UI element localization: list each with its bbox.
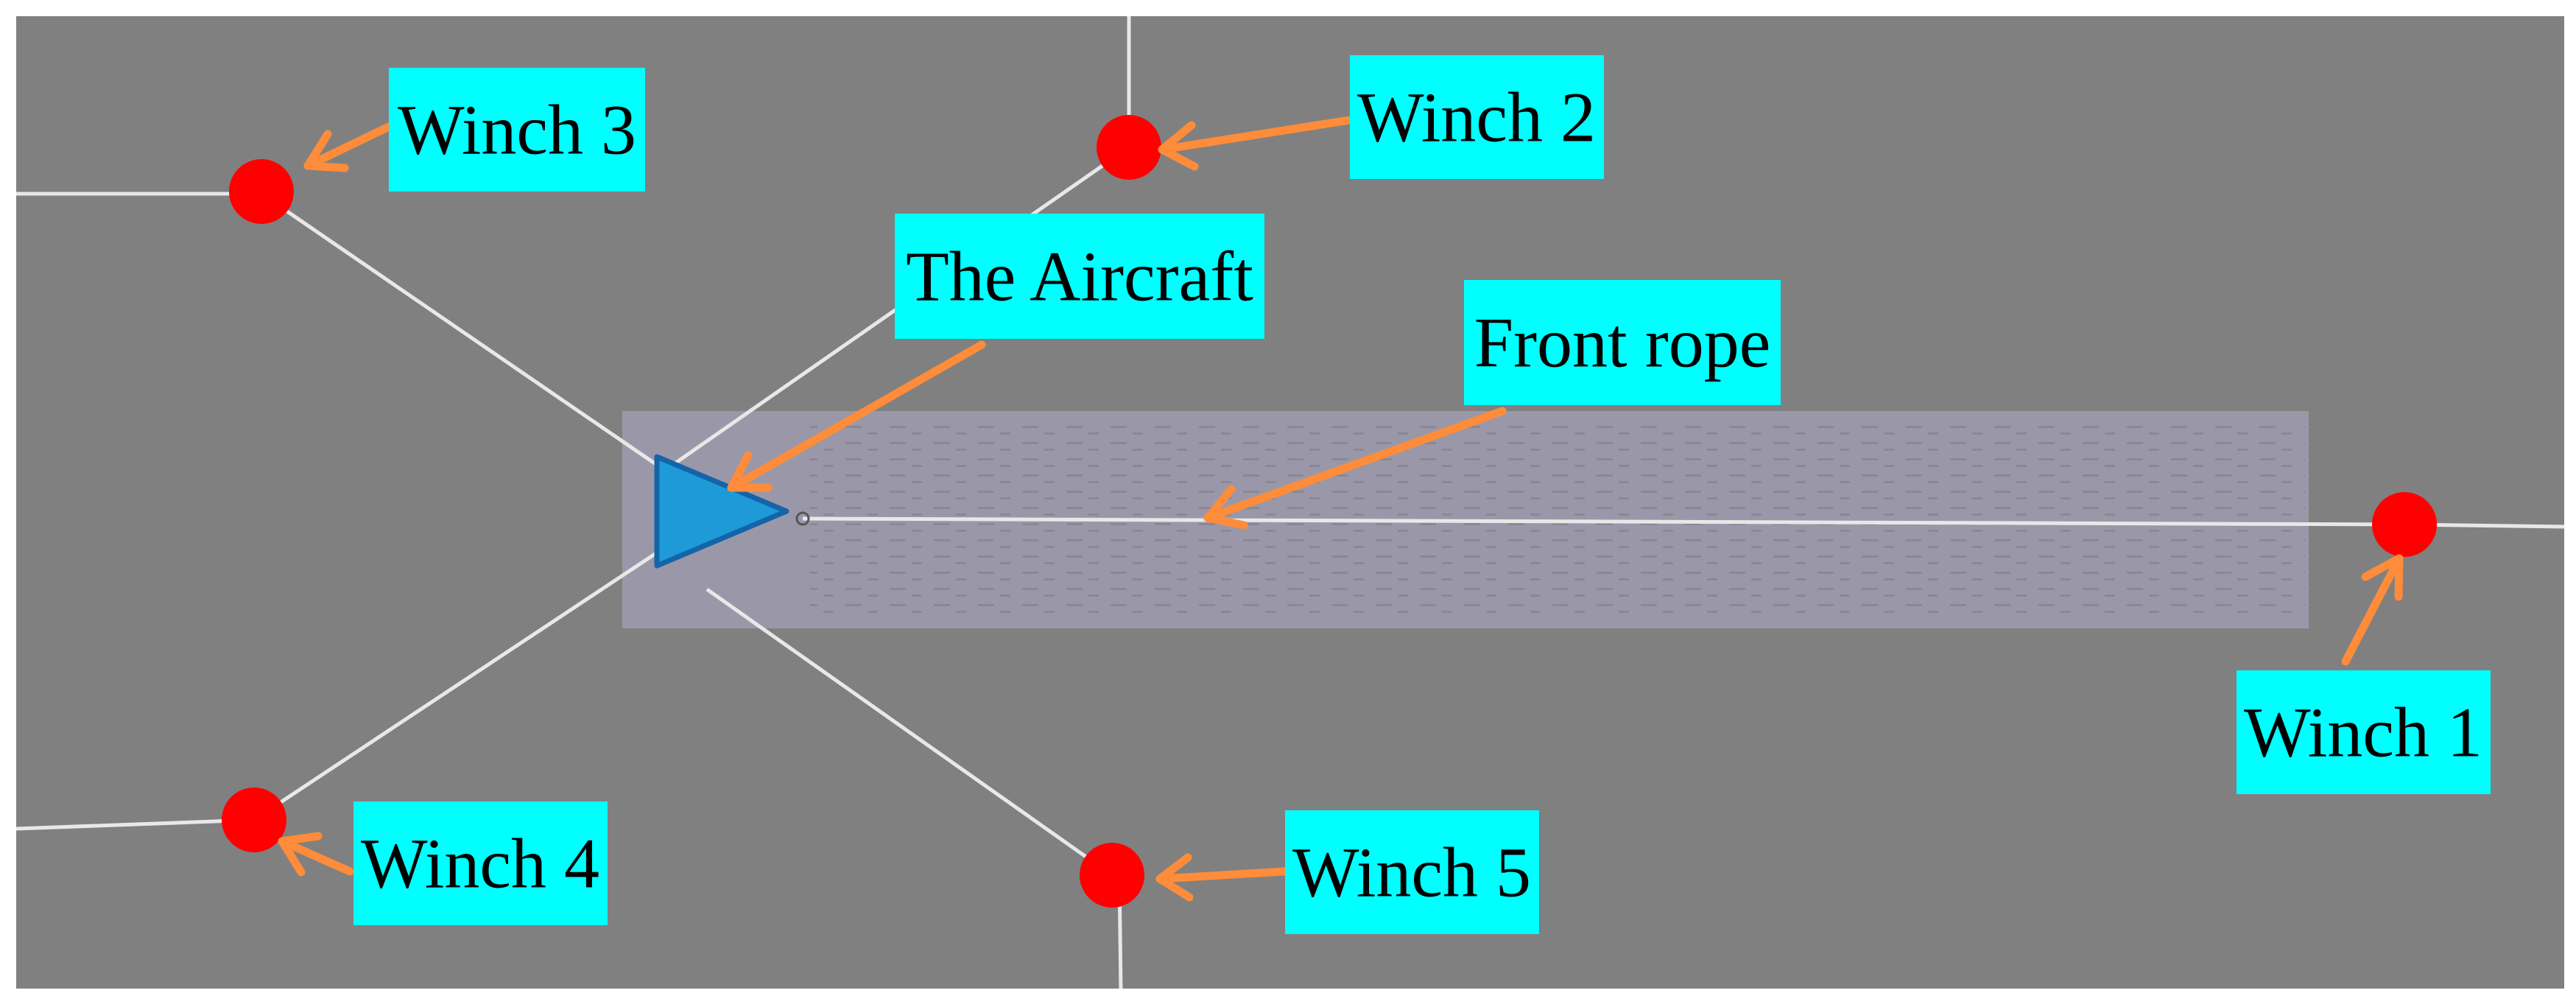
ground-line-4 [15,818,255,831]
label-winch-4: Winch 4 [353,801,608,925]
label-box [1464,280,1781,405]
label-winch-5: Winch 5 [1285,810,1539,934]
arrow-winch-2 [1158,116,1354,171]
arrow-front-rope [1203,407,1507,530]
label-winch-5-text: Winch 5 [1292,833,1531,912]
label-winch-3: Winch 3 [389,68,645,192]
label-winch-1-text: Winch 1 [2244,693,2482,772]
arrow-aircraft [727,340,986,492]
label-aircraft: The Aircraft [895,214,1264,339]
arrow-winch-4 [278,832,354,877]
label-box [1350,55,1604,179]
label-winch-1: Winch 1 [2237,670,2491,794]
aircraft-icon [654,454,789,569]
arrow-winch-1 [2341,554,2404,666]
label-winch-4-text: Winch 4 [361,824,599,903]
label-aircraft-text: The Aircraft [906,237,1253,316]
winch-5-icon [1080,843,1144,908]
label-box [353,801,608,925]
rope-attach-point [795,511,810,526]
winch-3-icon [229,159,294,224]
arrow-winch-3 [303,122,393,172]
winch-4-icon [222,787,286,852]
label-box [389,68,645,192]
label-box [895,214,1264,339]
label-front-rope: Front rope [1464,280,1781,405]
rope-5 [705,587,1113,877]
arrow-winch-5 [1155,853,1289,902]
rope-4 [253,547,664,822]
rope-3 [260,192,668,474]
label-winch-2: Winch 2 [1350,55,1604,179]
winch-2-icon [1097,115,1161,180]
label-winch-3-text: Winch 3 [398,91,636,169]
winch-1-icon [2372,492,2437,557]
label-front-rope-text: Front rope [1474,303,1771,382]
label-box [2237,670,2491,794]
front-rope [802,516,2405,527]
label-box [1285,810,1539,934]
label-winch-2-text: Winch 2 [1357,78,1596,157]
arrows [278,116,2404,902]
winches [222,115,2437,908]
